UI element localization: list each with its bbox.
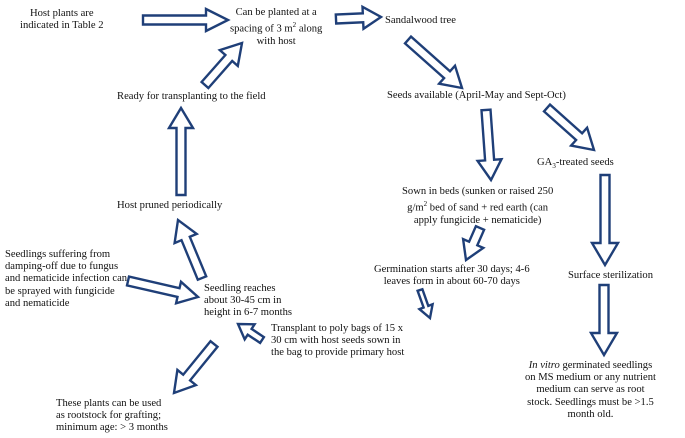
- node-poly-line-3: the bag to provide primary host: [271, 347, 405, 359]
- node-host-plants-line-1: Host plants are: [29, 8, 94, 19]
- node-sown-line-2: g/m2 bed of sand + red earth (can: [402, 198, 553, 215]
- arrow-sterilization-to-invitro: [588, 283, 620, 358]
- sown-gm: g/m: [407, 202, 424, 214]
- node-reaches-line-1: Seedling reaches: [204, 283, 276, 294]
- arrow-germination-to-poly: [416, 287, 435, 321]
- node-planted-spacing: Can be planted at a spacing of 3 m2 alon…: [230, 7, 322, 48]
- node-planted-spacing-line-2: spacing of 3 m2 along: [230, 19, 322, 36]
- node-in-vitro: In vitro germinated seedlings on MS medi…: [525, 360, 656, 421]
- node-rootstock: These plants can be used as rootstock fo…: [56, 398, 168, 435]
- node-seedling-reaches: Seedling reaches about 30-45 cm in heigh…: [204, 283, 292, 320]
- spacing-text: spacing of 3 m: [230, 23, 293, 35]
- node-seeds-available: Seeds available (April-May and Sept-Oct): [387, 90, 566, 101]
- arrow-seeds-to-sown: [475, 108, 504, 183]
- arrow-seeds-to-ga3: [542, 102, 596, 152]
- node-poly-line-2: 30 cm with host seeds sown in: [271, 335, 401, 347]
- node-sandalwood: Sandalwood tree: [385, 15, 456, 26]
- node-rootstock-line-2: as rootstock for grafting;: [56, 410, 162, 422]
- arrow-reaches-to-pruned: [173, 217, 208, 282]
- ga3-subscript: 3: [552, 162, 556, 171]
- arrow-reaches-to-rootstock: [172, 339, 220, 395]
- node-suffering-line-5: and nematicide: [5, 297, 70, 309]
- node-reaches-line-2: about 30-45 cm in: [204, 295, 282, 307]
- arrow-host-to-planting: [141, 7, 231, 33]
- node-reaches-line-3: height in 6-7 months: [204, 307, 292, 319]
- in-vitro-italic: In vitro: [528, 360, 560, 371]
- node-rootstock-line-1: These plants can be used: [56, 398, 162, 409]
- node-in-vitro-line-2: on MS medium or any nutrient: [525, 372, 656, 384]
- node-seedlings-suffering: Seedlings suffering from damping-off due…: [5, 249, 127, 310]
- in-vitro-rest: germinated seedlings: [559, 360, 653, 371]
- arrow-ready-to-planting: [199, 41, 244, 90]
- ga3-suffix: -treated seeds: [555, 157, 614, 168]
- node-host-plants-line-2: indicated in Table 2: [20, 20, 104, 32]
- node-ready-transplant: Ready for transplanting to the field: [117, 91, 266, 102]
- arrow-pruned-to-ready: [166, 105, 196, 197]
- node-germination-line-2: leaves form in about 60-70 days: [383, 276, 520, 288]
- sown-bed-text: bed of sand + red earth (can: [427, 202, 549, 214]
- node-in-vitro-line-3: medium can serve as root: [536, 384, 645, 396]
- node-suffering-line-1: Seedlings suffering from: [5, 249, 111, 260]
- node-in-vitro-line-5: month old.: [567, 408, 614, 420]
- node-poly-line-1: Transplant to poly bags of 15 x: [271, 323, 404, 334]
- arrow-sown-to-germination: [461, 224, 486, 263]
- node-suffering-line-4: be sprayed with fungicide: [5, 285, 115, 297]
- node-host-plants: Host plants are indicated in Table 2: [20, 8, 104, 32]
- arrow-poly-to-reaches: [236, 322, 266, 345]
- spacing-along: along: [296, 23, 323, 35]
- node-suffering-line-3: and nematicide infection can: [5, 273, 128, 285]
- node-surface-sterilization: Surface sterilization: [568, 270, 654, 281]
- node-planted-spacing-line-1: Can be planted at a: [235, 7, 317, 18]
- arrow-suffering-to-reaches: [125, 275, 201, 306]
- node-sown-in-beds: Sown in beds (sunken or raised 250 g/m2 …: [402, 186, 553, 227]
- node-in-vitro-line-1: In vitro germinated seedlings: [525, 360, 656, 372]
- node-sown-line-1: Sown in beds (sunken or raised 250: [402, 186, 554, 197]
- arrow-sandalwood-to-seeds: [403, 34, 464, 90]
- node-sown-line-3: apply fungicide + nematicide): [413, 214, 542, 226]
- sown-superscript: 2: [423, 200, 428, 209]
- node-germination-line-1: Germination starts after 30 days; 4-6: [374, 264, 530, 275]
- node-host-pruned: Host pruned periodically: [117, 200, 223, 211]
- node-rootstock-line-3: minimum age: > 3 months: [56, 422, 168, 434]
- node-ga3-seeds: GA3-treated seeds: [537, 157, 614, 172]
- arrow-planting-to-sandalwood: [334, 4, 384, 31]
- ga3-text: GA: [537, 157, 553, 168]
- arrow-ga3-to-sterilization: [589, 173, 621, 268]
- node-suffering-line-2: damping-off due to fungus: [5, 261, 119, 273]
- node-transplant-poly: Transplant to poly bags of 15 x 30 cm wi…: [271, 323, 404, 360]
- spacing-superscript: 2: [292, 21, 297, 30]
- node-in-vitro-line-4: stock. Seedlings must be >1.5: [527, 396, 654, 408]
- node-planted-spacing-line-3: with host: [256, 35, 296, 47]
- node-germination: Germination starts after 30 days; 4-6 le…: [374, 264, 530, 288]
